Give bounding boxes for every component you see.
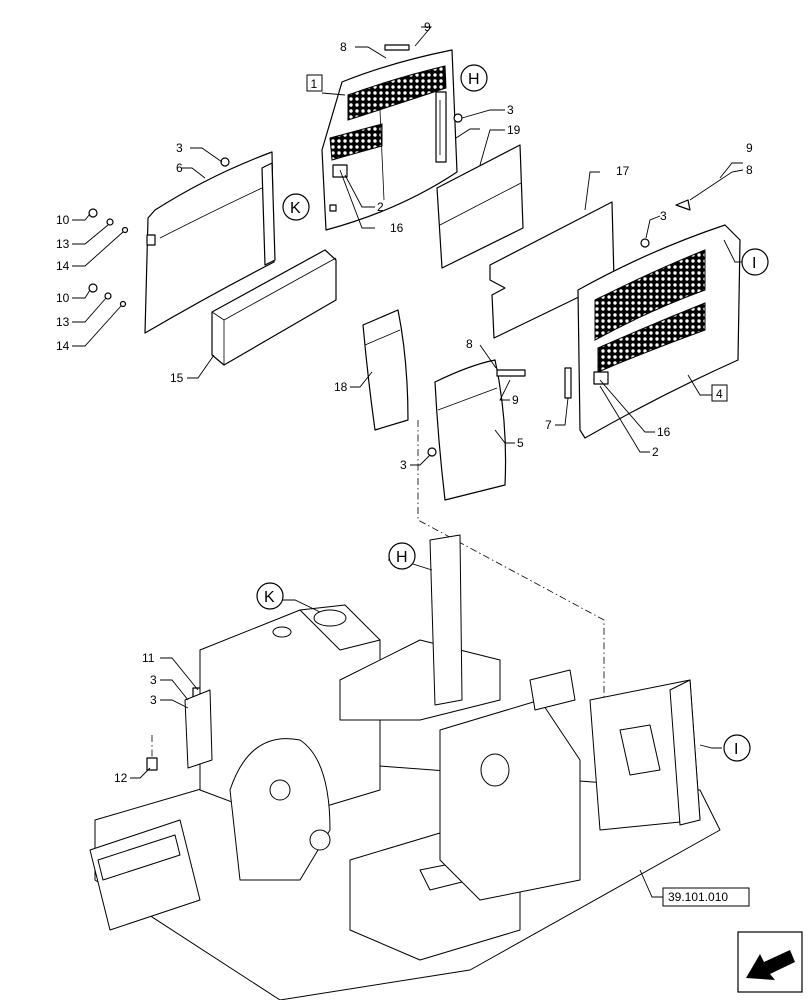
- part-1-grille-panel: [321, 44, 458, 231]
- callout-14: 14: [56, 339, 70, 353]
- bolt-icon: [220, 157, 230, 167]
- callout-2: 2: [652, 445, 659, 459]
- view-label-k: K: [290, 200, 301, 217]
- part-15-foam-block: [211, 249, 337, 366]
- callout-7: 7: [545, 418, 552, 432]
- callout-16: 16: [390, 221, 404, 235]
- bolt-icon: [427, 447, 437, 457]
- part-19-foam-sheet: [436, 144, 524, 269]
- bolt-icon: [453, 113, 463, 123]
- bolt-icon: [88, 208, 98, 218]
- view-label-h: H: [396, 549, 408, 566]
- callout-16: 16: [657, 425, 671, 439]
- callout-12: 12: [114, 771, 128, 785]
- callout-11: 11: [142, 651, 155, 665]
- callout-10: 10: [56, 291, 70, 305]
- view-circle-icon: H: [388, 542, 416, 570]
- clip-icon: [675, 199, 691, 211]
- callout-15: 15: [170, 371, 184, 385]
- callout-8: 8: [340, 40, 347, 54]
- boxed-callout-1: 1: [306, 74, 323, 92]
- svg-text:1: 1: [311, 77, 318, 91]
- machine-frame: [89, 534, 721, 1001]
- callout-9: 9: [424, 20, 431, 34]
- bolt-icon: [88, 283, 98, 293]
- callout-8: 8: [466, 337, 473, 351]
- callout-17: 17: [616, 164, 630, 178]
- view-label-i: I: [752, 255, 756, 272]
- callout-numbers: 8 9 3 19 2 16 3 6 10 13 14 10 13 14 15 1…: [56, 20, 753, 785]
- callout-8: 8: [746, 163, 753, 177]
- leader-lines: [72, 26, 744, 898]
- view-circle-icon: I: [741, 248, 769, 276]
- callout-18: 18: [334, 380, 348, 394]
- bracket-icon: [146, 757, 158, 771]
- boxed-callout-4: 4: [711, 384, 728, 402]
- callout-19: 19: [507, 123, 521, 137]
- reference-number: 39.101.010: [668, 890, 728, 904]
- callout-2: 2: [377, 200, 384, 214]
- callout-3: 3: [507, 103, 514, 117]
- view-label-i: I: [734, 741, 738, 758]
- callout-5: 5: [517, 436, 524, 450]
- callout-13: 13: [56, 315, 70, 329]
- washer-icon: [106, 218, 114, 226]
- view-label-k: K: [264, 589, 275, 606]
- fasteners: [88, 113, 691, 771]
- washer-icon: [104, 292, 112, 300]
- view-label-h: H: [468, 71, 480, 88]
- navigation-arrow-icon[interactable]: [737, 931, 803, 993]
- view-circle-icon: H: [460, 64, 488, 92]
- washer-icon: [121, 226, 129, 234]
- callout-3: 3: [176, 141, 183, 155]
- callout-3: 3: [150, 673, 157, 687]
- callout-9: 9: [512, 393, 519, 407]
- view-circle-icon: I: [723, 734, 751, 762]
- part-18-foam: [362, 309, 409, 431]
- bolt-icon: [640, 238, 650, 248]
- reference-box: 39.101.010: [662, 887, 750, 907]
- callout-3: 3: [660, 209, 667, 223]
- callout-6: 6: [176, 161, 183, 175]
- part-6-side-panel: [144, 151, 276, 334]
- part-4-front-grille-panel: [564, 224, 741, 439]
- part-5-door-panel: [434, 359, 526, 501]
- callout-3: 3: [400, 458, 407, 472]
- part-17-foam-sheet: [489, 201, 615, 339]
- callout-10: 10: [56, 213, 70, 227]
- callout-13: 13: [56, 237, 70, 251]
- view-circle-icon: K: [282, 193, 310, 221]
- washer-icon: [119, 300, 127, 308]
- callout-3: 3: [150, 693, 157, 707]
- callout-9: 9: [746, 141, 753, 155]
- callout-14: 14: [56, 259, 70, 273]
- view-circle-icon: K: [256, 582, 284, 610]
- svg-text:4: 4: [716, 387, 723, 401]
